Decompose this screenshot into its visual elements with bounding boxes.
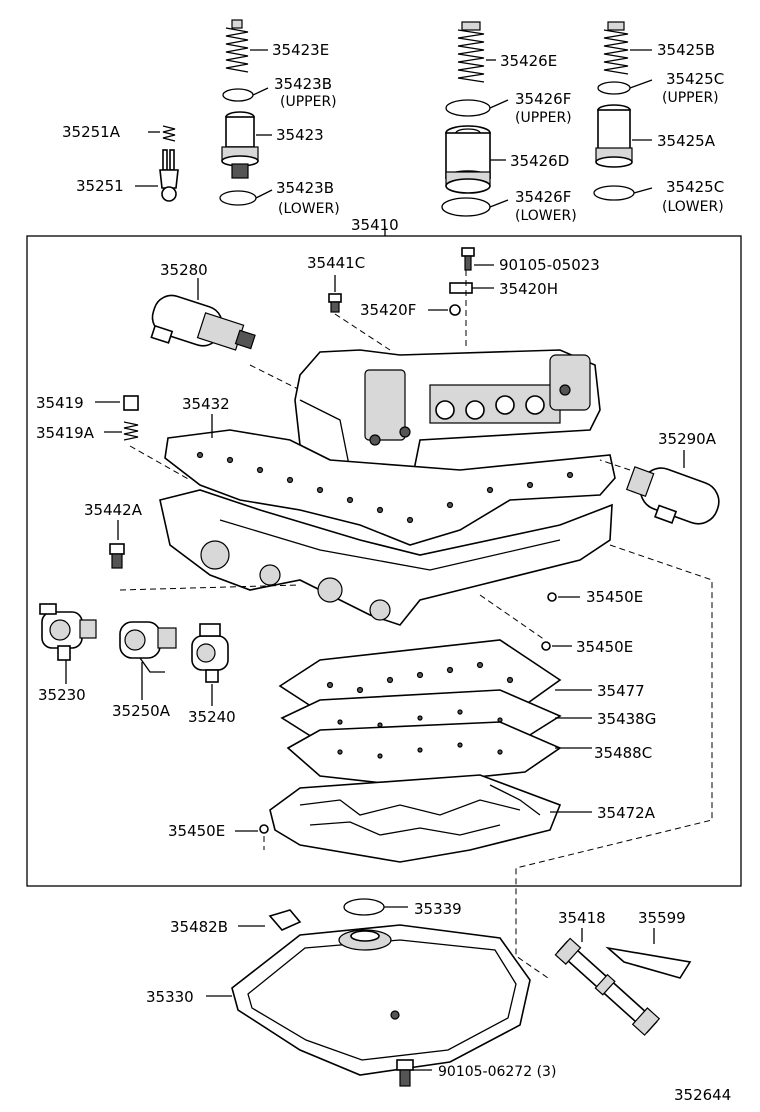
oil-pan-35330[interactable]	[231, 924, 531, 1076]
plug-35442A[interactable]	[109, 543, 125, 569]
spring-35419A[interactable]	[123, 421, 139, 441]
solenoid-35250A[interactable]	[119, 621, 177, 673]
solenoid-35280[interactable]	[146, 291, 259, 368]
label-lower-2: (LOWER)	[515, 208, 577, 224]
label-upper-2: (UPPER)	[515, 110, 572, 126]
oring-35425C-lower[interactable]	[593, 185, 635, 201]
ball-35450E-3[interactable]	[259, 824, 269, 834]
solenoid-35290A[interactable]	[621, 458, 724, 536]
label-upper-1: (UPPER)	[280, 94, 337, 110]
label-90105-05023: 90105-05023	[499, 256, 600, 274]
label-35418: 35418	[558, 909, 606, 927]
label-35251: 35251	[76, 177, 124, 195]
label-35423B-upper: 35423B	[274, 75, 332, 93]
label-lower-3: (LOWER)	[662, 199, 724, 215]
plug-35419[interactable]	[123, 395, 139, 411]
label-35423: 35423	[276, 126, 324, 144]
solenoid-35240[interactable]	[191, 623, 229, 683]
label-35280: 35280	[160, 261, 208, 279]
spring-35425B[interactable]	[603, 21, 629, 75]
oring-35423B-upper[interactable]	[222, 88, 254, 102]
label-35426F-lower: 35426F	[515, 188, 571, 206]
valve-body-assembly-frame	[26, 235, 742, 887]
solenoid-35230[interactable]	[39, 603, 97, 661]
upper-valve-body[interactable]	[294, 349, 601, 492]
label-35599: 35599	[638, 909, 686, 927]
label-35423E: 35423E	[272, 41, 329, 59]
label-35420F: 35420F	[360, 301, 416, 319]
oring-35426F-upper[interactable]	[445, 99, 491, 117]
spring-35423E[interactable]	[225, 19, 249, 73]
label-35290A: 35290A	[658, 430, 717, 448]
label-35425B: 35425B	[657, 41, 715, 59]
label-35250A: 35250A	[112, 702, 171, 720]
spring-35251A[interactable]	[162, 125, 176, 142]
label-35419: 35419	[36, 394, 84, 412]
label-35240: 35240	[188, 708, 236, 726]
valve-35425A[interactable]	[595, 104, 633, 168]
ball-35450E-1[interactable]	[547, 592, 557, 602]
label-35450E-1: 35450E	[586, 588, 643, 606]
label-35482B: 35482B	[170, 918, 228, 936]
figure-id: 352644	[674, 1086, 731, 1104]
label-35488C: 35488C	[594, 744, 652, 762]
oring-35339[interactable]	[343, 898, 385, 916]
valve-35426D[interactable]	[445, 125, 491, 194]
ball-35420F[interactable]	[449, 304, 461, 316]
lower-valve-body[interactable]	[159, 489, 613, 626]
valve-body-35472A[interactable]	[269, 774, 562, 863]
label-35442A: 35442A	[84, 501, 143, 519]
label-35450E-3: 35450E	[168, 822, 225, 840]
label-35477: 35477	[597, 682, 645, 700]
label-35426F-upper: 35426F	[515, 90, 571, 108]
assembly-label: 35410	[351, 216, 399, 234]
label-35330: 35330	[146, 988, 194, 1006]
label-35419A: 35419A	[36, 424, 95, 442]
oring-35426F-lower[interactable]	[441, 197, 491, 217]
spring-35426E[interactable]	[457, 21, 485, 83]
label-35251A: 35251A	[62, 123, 121, 141]
label-35339: 35339	[414, 900, 462, 918]
bracket-35599[interactable]	[605, 946, 692, 979]
bolt-90105-05023[interactable]	[461, 247, 475, 271]
label-35230: 35230	[38, 686, 86, 704]
bolt-90105-06272[interactable]	[396, 1059, 414, 1087]
valve-35423[interactable]	[221, 111, 259, 179]
label-35423B-lower: 35423B	[276, 179, 334, 197]
label-35426E: 35426E	[500, 52, 557, 70]
valve-35251[interactable]	[159, 149, 179, 202]
oring-35425C-upper[interactable]	[597, 81, 631, 95]
label-35441C: 35441C	[307, 254, 365, 272]
plug-35441C[interactable]	[328, 293, 342, 313]
pin-35420H[interactable]	[449, 282, 473, 294]
label-90105-06272: 90105-06272 (3)	[438, 1064, 556, 1080]
label-35450E-2: 35450E	[576, 638, 633, 656]
label-35432: 35432	[182, 395, 230, 413]
label-35425C-upper: 35425C	[666, 70, 724, 88]
label-35426D: 35426D	[510, 152, 569, 170]
gasket-35432[interactable]	[164, 429, 616, 546]
tube-35418[interactable]	[554, 937, 661, 1036]
ball-35450E-2[interactable]	[541, 641, 551, 651]
clip-35482B[interactable]	[268, 909, 302, 931]
label-upper-3: (UPPER)	[662, 90, 719, 106]
oring-35423B-lower[interactable]	[219, 190, 257, 206]
label-35472A: 35472A	[597, 804, 656, 822]
label-35438G: 35438G	[597, 710, 656, 728]
label-35425C-lower: 35425C	[666, 178, 724, 196]
label-35420H: 35420H	[499, 280, 558, 298]
label-35425A: 35425A	[657, 132, 716, 150]
label-lower-1: (LOWER)	[278, 201, 340, 217]
gasket-35488C[interactable]	[286, 721, 562, 786]
